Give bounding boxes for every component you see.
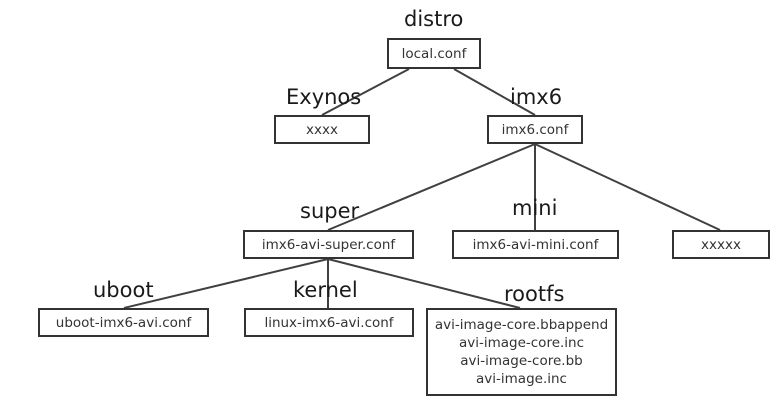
mini-conf-box: imx6-avi-mini.conf	[452, 230, 619, 259]
uboot-conf-box: uboot-imx6-avi.conf	[38, 308, 209, 337]
local-conf-box: local.conf	[387, 38, 481, 69]
edge-distro-imx6	[453, 68, 536, 116]
edge-imx6-other	[534, 143, 721, 231]
rootfs-file-3: avi-image-core.bb	[460, 353, 583, 369]
distro-label: distro	[404, 7, 464, 31]
super-label: super	[300, 199, 360, 223]
rootfs-file-4: avi-image.inc	[476, 371, 567, 387]
rootfs-files-box: avi-image-core.bbappend avi-image-core.i…	[426, 308, 617, 396]
super-conf-box: imx6-avi-super.conf	[243, 230, 414, 259]
edge-super-rootfs	[327, 258, 521, 309]
imx6-label: imx6	[510, 85, 563, 109]
uboot-label: uboot	[93, 278, 154, 302]
rootfs-label: rootfs	[504, 282, 565, 306]
other-conf-box: xxxxx	[672, 230, 770, 259]
imx6-conf-box: imx6.conf	[487, 115, 583, 144]
rootfs-file-1: avi-image-core.bbappend	[434, 317, 609, 333]
edge-super-uboot	[123, 258, 329, 309]
mini-label: mini	[512, 196, 558, 220]
kernel-label: kernel	[293, 278, 358, 302]
kernel-conf-box: linux-imx6-avi.conf	[244, 308, 414, 337]
edge-imx6-super	[327, 143, 536, 231]
edge-distro-exynos	[321, 68, 410, 116]
exynos-conf-box: xxxx	[274, 115, 370, 144]
rootfs-file-2: avi-image-core.inc	[458, 335, 585, 351]
exynos-label: Exynos	[286, 85, 362, 109]
